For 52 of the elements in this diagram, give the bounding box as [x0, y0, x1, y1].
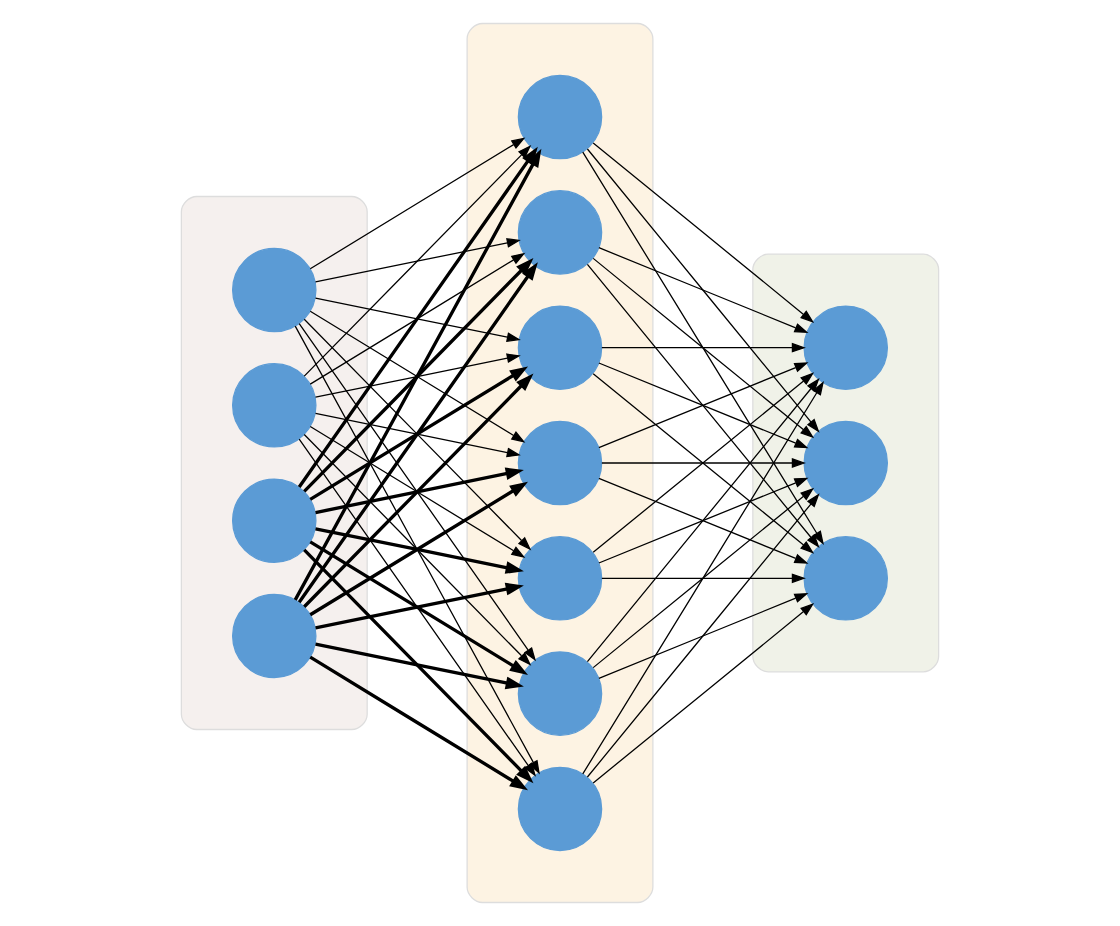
arrow — [309, 310, 526, 443]
arrow — [309, 481, 528, 617]
arrow — [592, 142, 815, 323]
arrow — [598, 592, 809, 679]
arrow — [314, 412, 521, 458]
node-circle — [517, 420, 603, 506]
arrow — [315, 582, 524, 630]
arrow — [303, 144, 532, 377]
arrow — [582, 151, 824, 545]
arrow — [315, 467, 524, 515]
node-circle — [232, 593, 317, 679]
arrow — [303, 318, 532, 551]
arrow — [298, 323, 537, 662]
arrow — [586, 148, 820, 433]
arrow — [314, 353, 521, 398]
arrow — [586, 493, 820, 778]
arrow — [303, 373, 534, 608]
cluster — [180, 195, 368, 731]
cluster — [752, 253, 940, 673]
arrow — [592, 257, 815, 439]
arrow — [303, 548, 534, 784]
arrow — [592, 603, 815, 784]
arrow — [314, 238, 521, 283]
arrow — [601, 458, 806, 468]
arrow — [586, 263, 820, 548]
arrow — [309, 137, 526, 270]
arrow — [582, 381, 824, 775]
arrow — [315, 642, 524, 690]
arrow — [598, 247, 809, 334]
arrow — [297, 262, 538, 604]
arrow — [309, 540, 528, 675]
arrow — [309, 655, 528, 791]
arrow — [309, 366, 528, 501]
arrow — [303, 433, 532, 666]
arrow — [598, 362, 809, 449]
arrow — [592, 487, 815, 669]
node-circle — [232, 247, 317, 333]
arrow — [303, 258, 534, 493]
arrow — [315, 527, 524, 574]
arrow — [309, 252, 526, 385]
node-circle — [803, 305, 888, 390]
arrow — [586, 378, 820, 663]
node-circle — [232, 363, 317, 448]
arrow — [601, 342, 806, 353]
arrow — [309, 425, 526, 558]
arrow — [314, 297, 521, 342]
arrow — [598, 477, 809, 564]
arrow — [601, 573, 806, 584]
arrow — [298, 438, 537, 777]
cluster — [466, 22, 654, 904]
node-circle — [803, 536, 888, 621]
node-circle — [232, 478, 317, 563]
